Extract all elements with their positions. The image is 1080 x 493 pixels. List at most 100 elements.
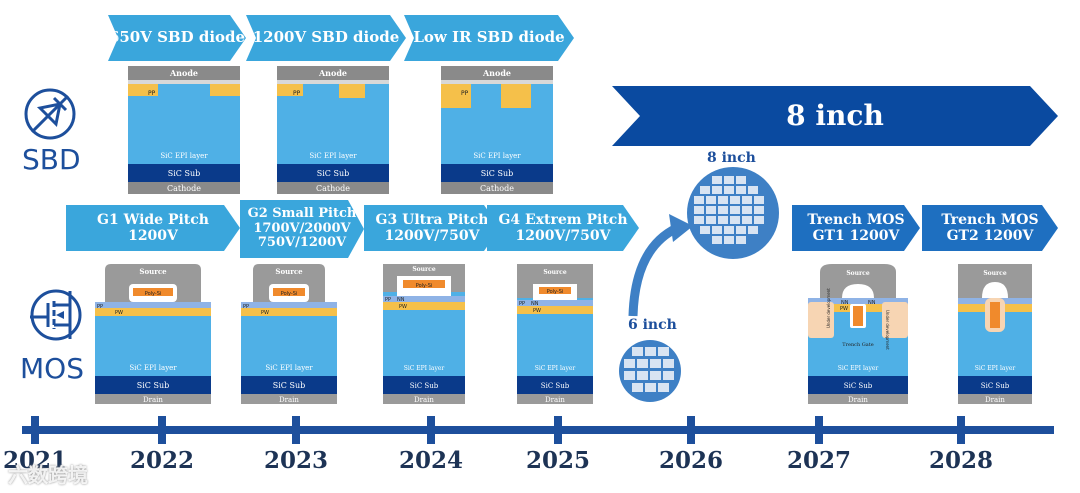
poly-label: Poly-Si xyxy=(547,289,564,295)
drain-label: Drain xyxy=(985,396,1005,404)
pp-label: PP xyxy=(293,90,301,97)
source-label: Source xyxy=(412,266,436,273)
sbd-stage-low-ir: Low IR SBD diode xyxy=(404,15,574,61)
drain-label: Drain xyxy=(414,396,434,404)
sub-label: SiC Sub xyxy=(137,381,169,390)
epi-label: SiC EPI layer xyxy=(160,152,208,160)
nn-label: NN xyxy=(531,301,539,307)
epi-label: SiC EPI layer xyxy=(309,152,357,160)
sbd-stage-1200v: 1200V SBD diode xyxy=(246,15,406,61)
six-inch-wafer xyxy=(619,340,681,402)
year-2025: 2025 xyxy=(525,447,590,474)
trench-cross-section-gt1: Source NN NN PW Under development Under … xyxy=(808,264,908,404)
eight-inch-wafer-label: 8 inch xyxy=(707,150,756,166)
drain-label: Drain xyxy=(279,396,299,404)
eight-inch-wafer xyxy=(687,167,779,259)
pp-label: PP xyxy=(385,297,391,303)
year-2021: 2021 xyxy=(2,447,67,474)
sbd-cross-section-2: Anode PP SiC EPI layer SiC Sub Cathode xyxy=(277,66,389,194)
sub-label: SiC Sub xyxy=(981,382,1010,390)
pw-label: PW xyxy=(261,310,269,316)
diode-icon xyxy=(22,86,78,142)
mos-cross-section-g2: Source Poly-Si PP PW SiC EPI layer SiC S… xyxy=(241,264,337,404)
epi-label: SiC EPI layer xyxy=(404,365,445,372)
source-label: Source xyxy=(983,270,1007,277)
eight-inch-banner: 8 inch xyxy=(612,86,1058,146)
year-2024: 2024 xyxy=(398,447,463,474)
epi-label: SiC EPI layer xyxy=(838,365,879,372)
source-label: Source xyxy=(846,270,870,277)
nn-label: NN xyxy=(397,297,405,303)
epi-label: SiC EPI layer xyxy=(535,365,576,372)
pw-label: PW xyxy=(399,304,407,310)
sbd-cross-section-1: Anode PP SiC EPI layer SiC Sub Cathode xyxy=(128,66,240,194)
anode-label: Anode xyxy=(169,68,198,78)
nn-label: NN xyxy=(868,300,876,306)
anode-label: Anode xyxy=(318,68,347,78)
trench-gate-label: Trench Gate xyxy=(842,342,873,348)
poly-label: Poly-Si xyxy=(281,291,298,297)
sbd-row-label: SBD xyxy=(22,143,81,176)
mos-row-label: MOS xyxy=(20,352,84,385)
tick-2025 xyxy=(554,416,562,444)
year-2026: 2026 xyxy=(658,447,723,474)
under-development-left: Under development xyxy=(826,288,831,328)
poly-label: Poly-Si xyxy=(416,283,433,289)
pp-label: PP xyxy=(519,301,525,307)
pp-label: PP xyxy=(148,90,156,97)
drain-label: Drain xyxy=(545,396,565,404)
cathode-label: Cathode xyxy=(316,184,350,193)
year-2023: 2023 xyxy=(263,447,328,474)
under-development-right: Under development xyxy=(885,310,890,350)
sub-label: SiC Sub xyxy=(541,382,570,390)
source-label: Source xyxy=(139,267,167,276)
tick-2022 xyxy=(158,416,166,444)
sub-label: SiC Sub xyxy=(168,169,200,178)
epi-label: SiC EPI layer xyxy=(265,364,313,372)
cathode-label: Cathode xyxy=(167,184,201,193)
nn-label: NN xyxy=(841,300,849,306)
pw-label: PW xyxy=(533,308,541,314)
drain-label: Drain xyxy=(143,396,163,404)
cathode-label: Cathode xyxy=(480,184,514,193)
epi-label: SiC EPI layer xyxy=(473,152,521,160)
tick-2023 xyxy=(292,416,300,444)
year-2027: 2027 xyxy=(786,447,851,474)
poly-label: Poly-Si xyxy=(145,291,162,297)
pp-label: PP xyxy=(97,304,103,310)
sbd-stage-650v: 650V SBD diode xyxy=(108,15,246,61)
year-2022: 2022 xyxy=(129,447,194,474)
mos-cross-section-g1: Source Poly-Si PP PW SiC EPI layer SiC S… xyxy=(95,264,211,404)
six-inch-wafer-label: 6 inch xyxy=(628,317,677,333)
pw-label: PW xyxy=(840,306,848,312)
epi-label: SiC EPI layer xyxy=(129,364,177,372)
trench-cross-section-gt2: Source SiC EPI layer SiC Sub Drain xyxy=(958,264,1032,404)
timeline-axis xyxy=(22,426,1054,434)
tick-2026 xyxy=(687,416,695,444)
pp-label: PP xyxy=(243,304,249,310)
epi-label: SiC EPI layer xyxy=(975,365,1016,372)
tick-2027 xyxy=(815,416,823,444)
tick-2028 xyxy=(957,416,965,444)
tick-2024 xyxy=(427,416,435,444)
year-2028: 2028 xyxy=(928,447,993,474)
pp-label: PP xyxy=(461,90,469,97)
source-label: Source xyxy=(543,269,567,276)
sbd-cross-section-3: Anode PP SiC EPI layer SiC Sub Cathode xyxy=(441,66,553,194)
sub-label: SiC Sub xyxy=(844,382,873,390)
source-label: Source xyxy=(275,267,303,276)
anode-label: Anode xyxy=(482,68,511,78)
sub-label: SiC Sub xyxy=(481,169,513,178)
drain-label: Drain xyxy=(848,396,868,404)
sub-label: SiC Sub xyxy=(410,382,439,390)
mos-cross-section-g4: Source Poly-Si PP NN PW SiC EPI layer Si… xyxy=(517,264,593,404)
tick-2021 xyxy=(31,416,39,444)
sub-label: SiC Sub xyxy=(273,381,305,390)
pw-label: PW xyxy=(115,310,123,316)
mos-cross-section-g3: Source Poly-Si PP NN PW SiC EPI layer Si… xyxy=(383,264,465,404)
